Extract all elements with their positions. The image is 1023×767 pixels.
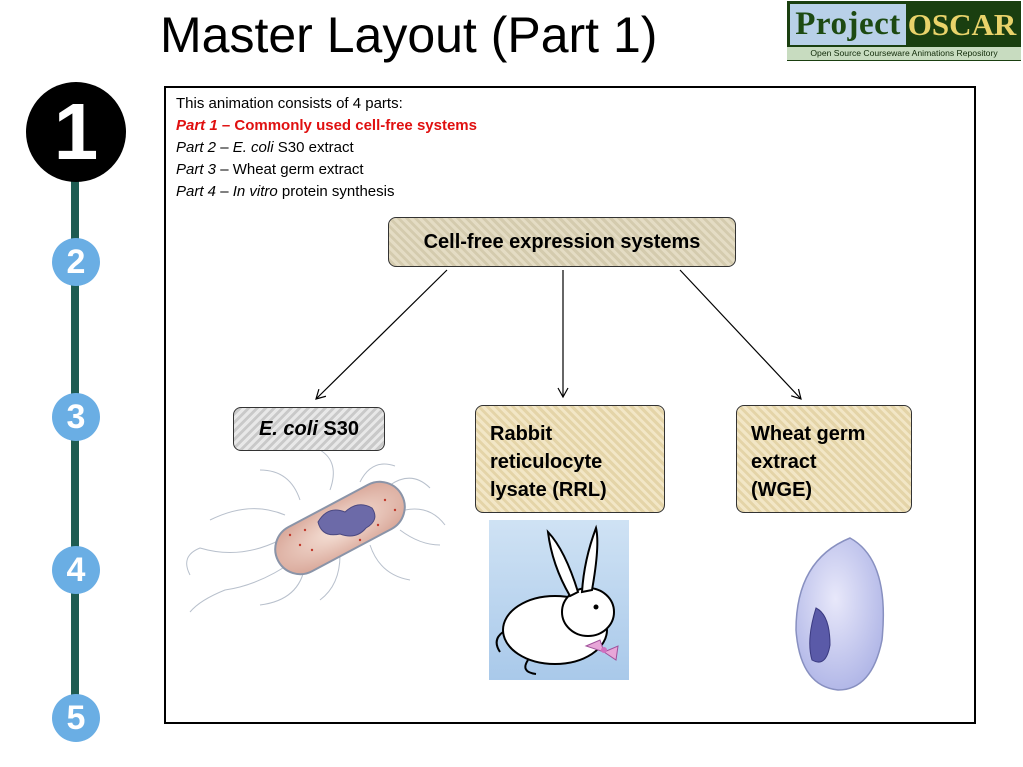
intro-text: This animation consists of 4 parts: Part… <box>176 93 477 203</box>
intro-line: This animation consists of 4 parts: <box>176 95 403 112</box>
ecoli-bacterium-illustration <box>186 449 446 613</box>
wheat-seed-illustration <box>795 537 885 691</box>
part-1-label: Part 1 <box>176 117 218 134</box>
part-1-text: Commonly used cell-free systems <box>234 117 477 134</box>
wge-line: Wheat germ <box>751 423 866 445</box>
part-4-line: Part 4 – In vitro protein synthesis <box>176 183 395 200</box>
ecoli-s30-node: E. coli S30 <box>233 407 385 451</box>
arrow-to-wge <box>679 269 802 400</box>
part-3-line: Part 3 – Wheat germ extract <box>176 161 364 178</box>
cell-free-expression-systems-node: Cell-free expression systems <box>388 217 736 267</box>
step-4-button[interactable]: 4 <box>52 546 100 594</box>
step-3-button[interactable]: 3 <box>52 393 100 441</box>
rabbit-illustration <box>489 520 629 680</box>
wge-line: extract <box>751 451 817 473</box>
ecoli-italic-label: E. coli <box>258 417 318 440</box>
project-oscar-logo[interactable]: Project OSCAR Open Source Courseware Ani… <box>787 1 1021 61</box>
rrl-line: Rabbit <box>490 423 553 445</box>
logo-oscar-text: OSCAR <box>907 6 1017 42</box>
step-1-button-active[interactable]: 1 <box>26 82 126 182</box>
logo-project-text: Project <box>790 4 906 45</box>
step-2-button[interactable]: 2 <box>52 238 100 286</box>
rrl-line: lysate (RRL) <box>490 479 607 501</box>
arrow-to-ecoli <box>315 269 448 400</box>
slide-title: Master Layout (Part 1) <box>160 7 658 63</box>
rrl-line: reticulocyte <box>490 451 603 473</box>
rabbit-reticulocyte-lysate-node: Rabbit reticulocyte lysate (RRL) <box>475 405 665 513</box>
wheat-germ-extract-node: Wheat germ extract (WGE) <box>736 405 912 513</box>
part-1-line: Part 1 – Commonly used cell-free systems <box>176 117 477 134</box>
ecoli-s30-label: S30 <box>317 417 360 440</box>
logo-subtitle: Open Source Courseware Animations Reposi… <box>787 47 1021 60</box>
step-5-button[interactable]: 5 <box>52 694 100 742</box>
part-2-line: Part 2 – E. coli S30 extract <box>176 139 354 156</box>
wge-line: (WGE) <box>751 479 813 501</box>
